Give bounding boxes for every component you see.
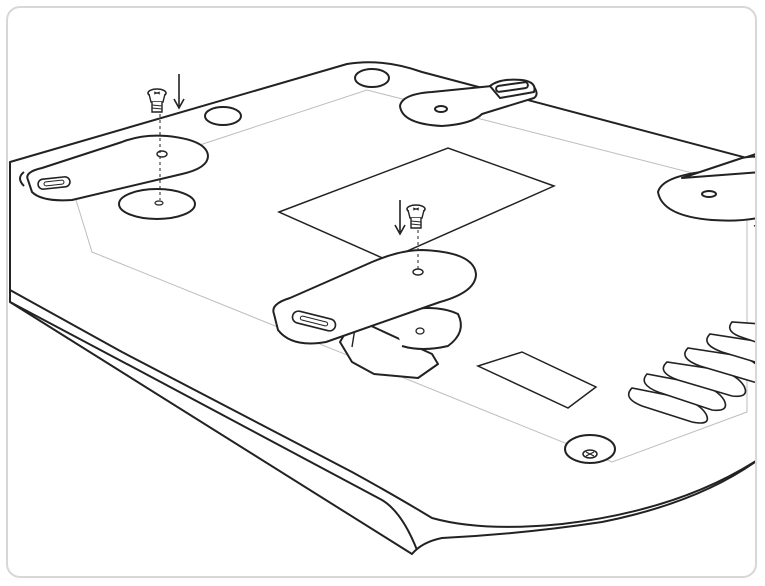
center-bracket-assembly xyxy=(272,200,477,379)
vent-slots xyxy=(627,321,755,424)
left-bracket-assembly xyxy=(26,74,209,220)
center-panel xyxy=(277,147,557,261)
screw-icon xyxy=(406,204,426,229)
device-mounting-diagram xyxy=(9,61,755,555)
arrow-down-icon xyxy=(173,74,185,110)
arrow-down-icon xyxy=(394,200,406,236)
screw-icon xyxy=(147,88,167,113)
mounting-bracket-icon xyxy=(657,153,755,222)
label-plate xyxy=(475,351,598,409)
screw-icon xyxy=(564,434,616,464)
rubber-foot-icon xyxy=(204,68,390,126)
mounting-bracket-icon xyxy=(399,78,538,127)
inner-guide-outline xyxy=(71,89,748,463)
illustration-frame xyxy=(6,6,757,578)
